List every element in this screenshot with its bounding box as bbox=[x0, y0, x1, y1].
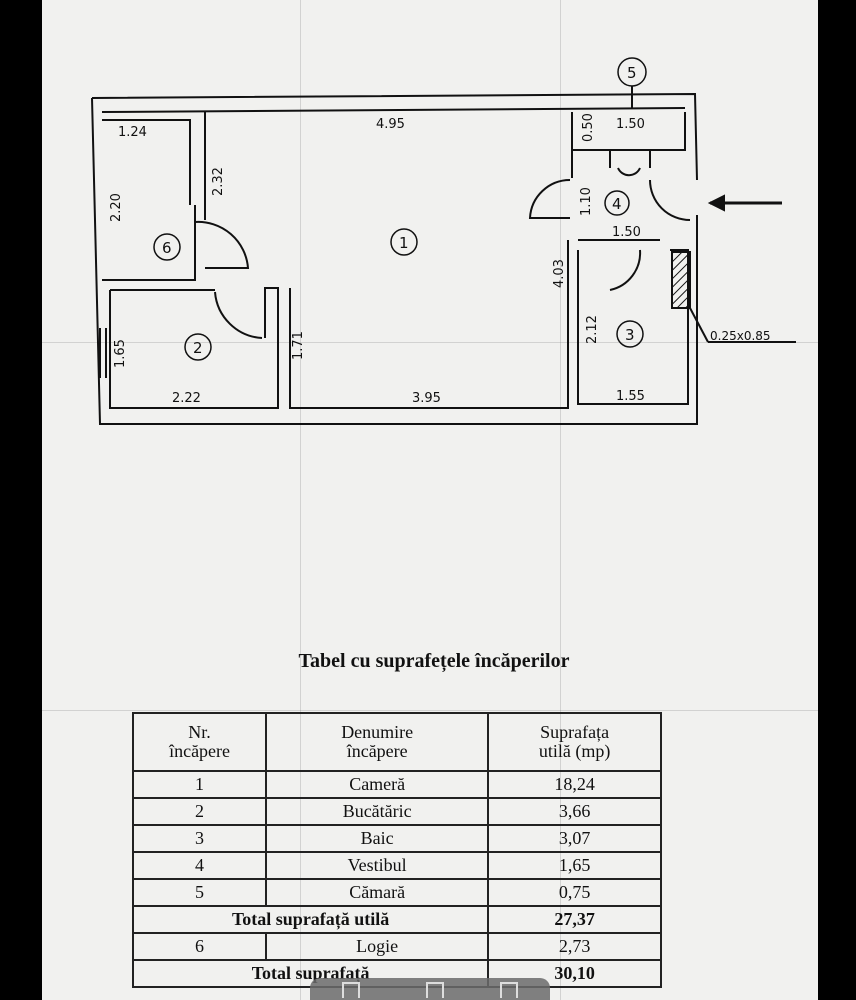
door-room3 bbox=[609, 249, 642, 291]
fold-line bbox=[300, 0, 301, 1000]
dim-label: 0.50 bbox=[581, 113, 596, 142]
dim-label: 1.50 bbox=[612, 225, 641, 240]
dim-label: 2.32 bbox=[211, 167, 226, 196]
dim-label: 1.50 bbox=[616, 117, 645, 132]
door-room4 bbox=[528, 178, 571, 219]
fold-line bbox=[560, 0, 561, 1000]
room-number: 4 bbox=[612, 195, 622, 213]
fold-line bbox=[42, 342, 818, 343]
table-title: Tabel cu suprafețele încăperilor bbox=[298, 650, 570, 672]
dim-label: 3.95 bbox=[412, 391, 441, 406]
outer-wall bbox=[91, 92, 698, 425]
dim-label: 2.22 bbox=[172, 391, 201, 406]
share-icon[interactable] bbox=[500, 982, 518, 998]
inner-wall bbox=[101, 107, 686, 113]
fold-line bbox=[42, 710, 818, 711]
window bbox=[99, 328, 107, 378]
room1-wall bbox=[289, 240, 569, 409]
room-number: 5 bbox=[627, 64, 637, 82]
dim-label: 1.10 bbox=[579, 187, 594, 216]
room-number: 2 bbox=[193, 339, 203, 357]
floor-plan: 1.24 4.95 0.50 1.50 2.20 2.32 1.10 1.50 … bbox=[91, 57, 796, 425]
door-room6 bbox=[194, 220, 250, 269]
room-number: 1 bbox=[399, 234, 409, 252]
viewer-toolbar bbox=[310, 978, 550, 1000]
ventilation-shaft bbox=[671, 251, 691, 309]
dim-label: 4.95 bbox=[376, 117, 405, 132]
dim-label: 1.55 bbox=[616, 389, 645, 404]
crop-icon[interactable] bbox=[342, 982, 360, 998]
header-nr: Nr.încăpere bbox=[131, 712, 268, 772]
room-number: 6 bbox=[162, 239, 172, 257]
room-number: 3 bbox=[625, 326, 635, 344]
dim-label: 1.71 bbox=[291, 331, 306, 360]
room3-wall bbox=[577, 249, 689, 405]
dim-label: 2.12 bbox=[585, 315, 600, 344]
room2-wall bbox=[109, 287, 279, 409]
room6-wall bbox=[102, 119, 196, 281]
dim-label: 2.20 bbox=[109, 193, 124, 222]
dim-label: 1.65 bbox=[113, 339, 128, 368]
vent-label: 0.25x0.85 bbox=[710, 329, 771, 343]
door-room2 bbox=[214, 291, 263, 339]
entrance-door bbox=[649, 179, 691, 221]
dim-label: 1.24 bbox=[118, 125, 147, 140]
edit-icon[interactable] bbox=[426, 982, 444, 998]
dim-label: 4.03 bbox=[552, 259, 567, 288]
room5-wall bbox=[571, 112, 686, 178]
